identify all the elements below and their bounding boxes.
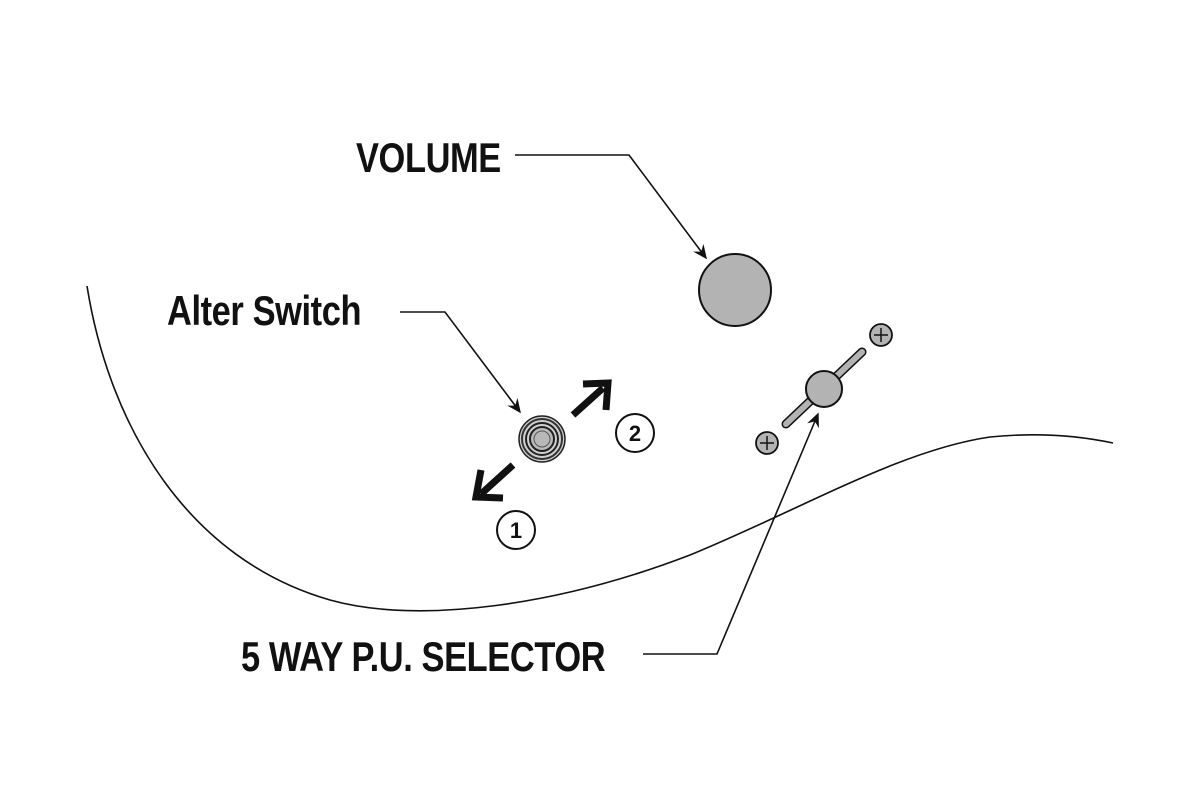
screw-icon [755, 431, 779, 455]
position-2-number: 2 [629, 421, 641, 446]
pickup-selector-label: 5 WAY P.U. SELECTOR [241, 633, 606, 680]
pickup-selector[interactable] [781, 347, 867, 429]
alter-switch[interactable] [518, 415, 566, 463]
position-1-number: 1 [510, 518, 522, 543]
volume-leader-line [515, 154, 707, 260]
volume-knob[interactable] [698, 253, 772, 327]
screw-icon [869, 323, 893, 347]
arrow-down-left-icon [471, 462, 516, 502]
selector-leader-line [643, 412, 819, 655]
position-1-badge: 1 [496, 510, 536, 550]
alter-switch-label: Alter Switch [167, 287, 362, 334]
arrow-up-right-icon [570, 379, 612, 418]
guitar-body-outline [86, 285, 1114, 612]
position-2-badge: 2 [615, 413, 655, 453]
volume-label: VOLUME [356, 134, 501, 181]
alter-switch-leader-line [400, 311, 521, 414]
